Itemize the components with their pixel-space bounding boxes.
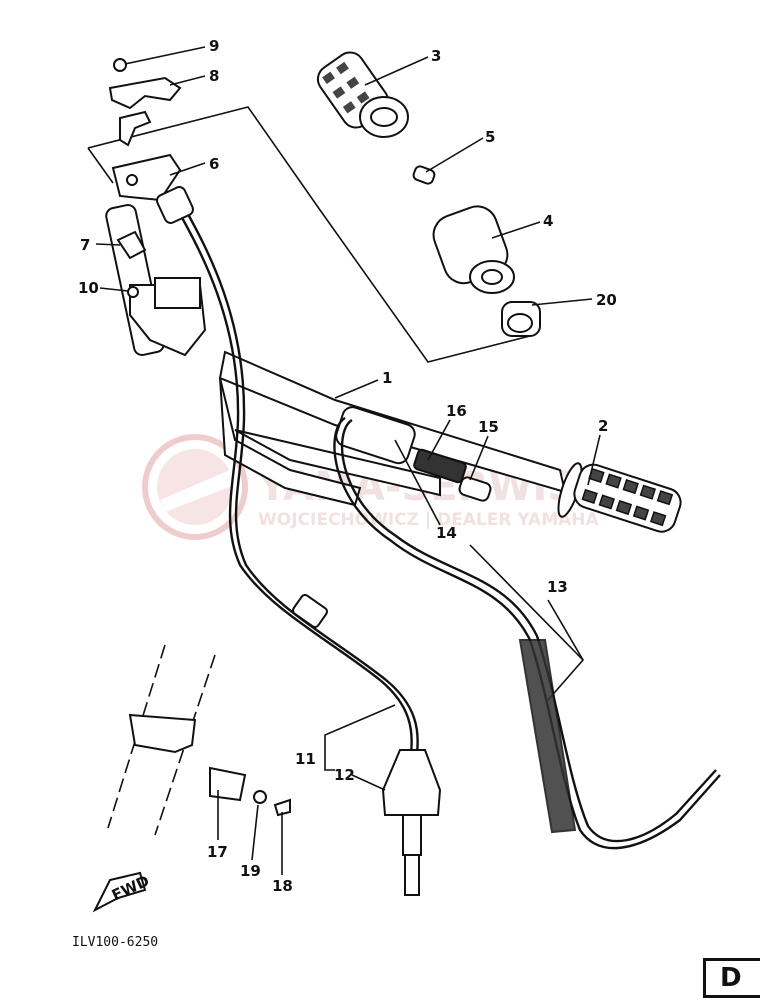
part-label-12: 12 bbox=[334, 766, 355, 784]
front-fork-clamp bbox=[107, 644, 291, 836]
cable-adjuster-boot bbox=[381, 749, 442, 896]
throttle-housing bbox=[335, 406, 492, 502]
part-label-5: 5 bbox=[485, 128, 495, 146]
part-label-18: 18 bbox=[272, 877, 293, 895]
part-label-1: 1 bbox=[382, 369, 392, 387]
part-label-13: 13 bbox=[547, 578, 568, 596]
part-label-10: 10 bbox=[78, 279, 99, 297]
part-label-2: 2 bbox=[598, 417, 608, 435]
part-label-17: 17 bbox=[207, 843, 228, 861]
left-lever-holder bbox=[105, 204, 207, 357]
section-corner-tab: D bbox=[703, 958, 760, 998]
part-label-7: 7 bbox=[80, 236, 90, 254]
part-label-20: 20 bbox=[596, 291, 617, 309]
fwd-arrow-icon: FWD bbox=[92, 872, 152, 913]
right-grip bbox=[557, 462, 682, 533]
part-label-6: 6 bbox=[209, 155, 219, 173]
part-label-8: 8 bbox=[209, 67, 219, 85]
part-label-14: 14 bbox=[436, 524, 457, 542]
part-number-labels: 9 8 6 7 10 3 5 4 20 1 2 16 15 14 13 11 1… bbox=[78, 37, 617, 895]
part-label-16: 16 bbox=[446, 402, 467, 420]
throttle-cable-holder bbox=[111, 153, 182, 202]
part-label-15: 15 bbox=[478, 418, 499, 436]
throttle-grip-tube bbox=[432, 205, 515, 294]
throttle-collar bbox=[501, 301, 541, 337]
part-label-11: 11 bbox=[295, 750, 316, 768]
section-corner-letter: D bbox=[720, 963, 742, 993]
part-label-19: 19 bbox=[240, 862, 261, 880]
diagram-code: ILV100-6250 bbox=[72, 935, 158, 950]
cable-guide-bracket bbox=[108, 58, 182, 147]
watermark-logo bbox=[142, 434, 248, 540]
leader-lines bbox=[95, 46, 601, 875]
part-label-4: 4 bbox=[543, 212, 553, 230]
watermark-subtitle: WOJCIECHOWICZ | DEALER YAMAHA bbox=[258, 510, 599, 530]
part-label-9: 9 bbox=[209, 37, 219, 55]
left-grip bbox=[316, 51, 409, 138]
part-label-3: 3 bbox=[431, 47, 441, 65]
throttle-cable bbox=[173, 204, 413, 761]
upper-grouping-bracket bbox=[87, 106, 531, 363]
